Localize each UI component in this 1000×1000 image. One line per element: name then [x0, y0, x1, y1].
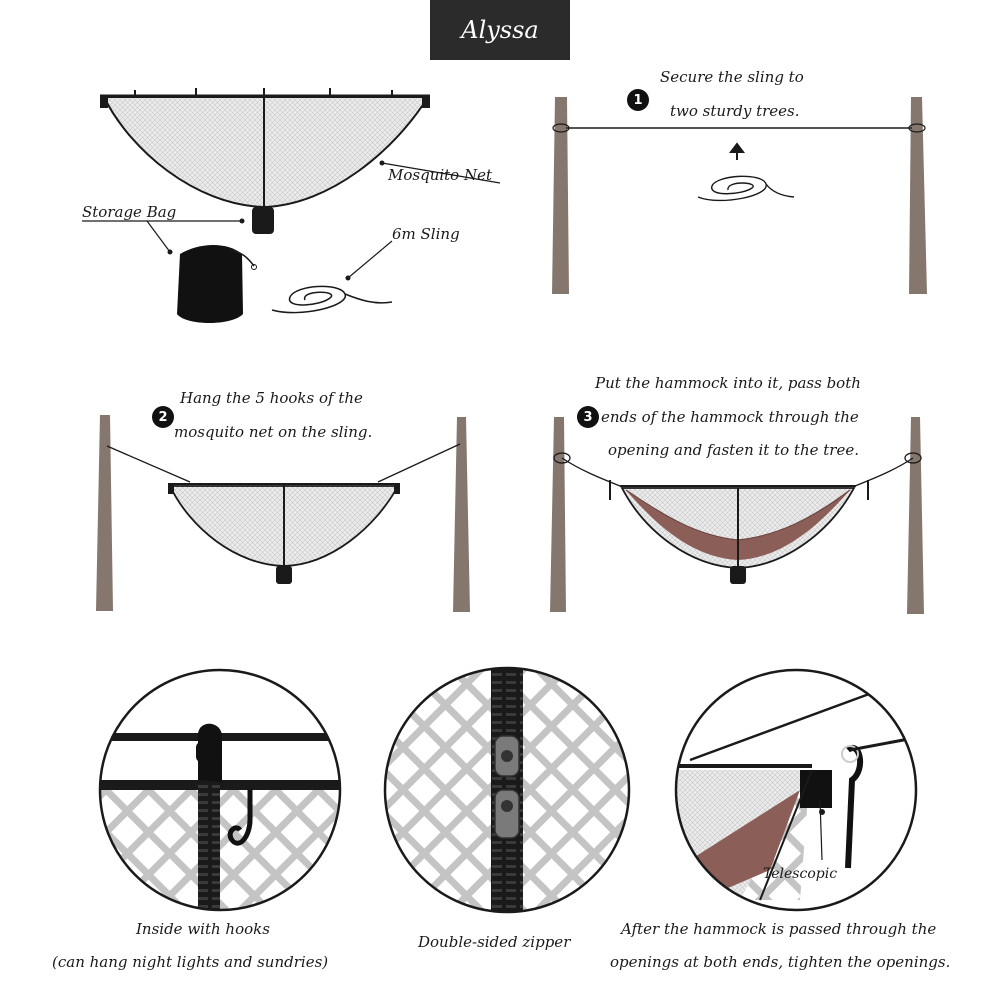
- zipper-pull-icon: [494, 735, 520, 839]
- sling-label: 6m Sling: [392, 225, 460, 243]
- detail3-caption-line1: After the hammock is passed through the: [621, 920, 937, 938]
- detail3-caption-line2: openings at both ends, tighten the openi…: [610, 953, 951, 971]
- step2-line1: Hang the 5 hooks of the: [180, 389, 363, 407]
- mosquito-net-illustration: [100, 88, 501, 234]
- step2-badge: 2: [152, 406, 174, 428]
- step3-line3: opening and fasten it to the tree.: [608, 441, 859, 459]
- detail2-caption: Double-sided zipper: [418, 933, 571, 951]
- step3-line2: ends of the hammock through the: [601, 408, 859, 426]
- step3-badge: 3: [577, 406, 599, 428]
- detail1-caption-line2: (can hang night lights and sundries): [52, 953, 329, 971]
- brand-logo: Alyssa: [430, 0, 570, 60]
- mosquito-net-label: Mosquito Net: [388, 166, 493, 184]
- detail-hooks-frame: [98, 668, 342, 912]
- detail-zipper-frame: [383, 666, 631, 914]
- detail-opening-illustration: [676, 670, 916, 910]
- step3-illustration: [550, 417, 924, 614]
- step1-line2: two sturdy trees.: [670, 102, 800, 120]
- step1-illustration: [552, 97, 927, 294]
- step3-line1: Put the hammock into it, pass both: [595, 374, 861, 392]
- telescopic-label: Telescopic: [763, 866, 838, 882]
- step2-line2: mosquito net on the sling.: [174, 423, 373, 441]
- detail-zipper-illustration: [385, 668, 629, 912]
- step1-badge: 1: [627, 89, 649, 111]
- storage-bag-illustration: [82, 218, 257, 323]
- step2-illustration: [96, 415, 470, 612]
- detail-hooks-illustration: [100, 670, 340, 910]
- storage-bag-label: Storage Bag: [82, 203, 177, 221]
- detail-opening-frame: [674, 668, 918, 912]
- sling-coil-illustration: [271, 240, 393, 314]
- detail1-caption-line1: Inside with hooks: [136, 920, 270, 938]
- step1-line1: Secure the sling to: [660, 68, 804, 86]
